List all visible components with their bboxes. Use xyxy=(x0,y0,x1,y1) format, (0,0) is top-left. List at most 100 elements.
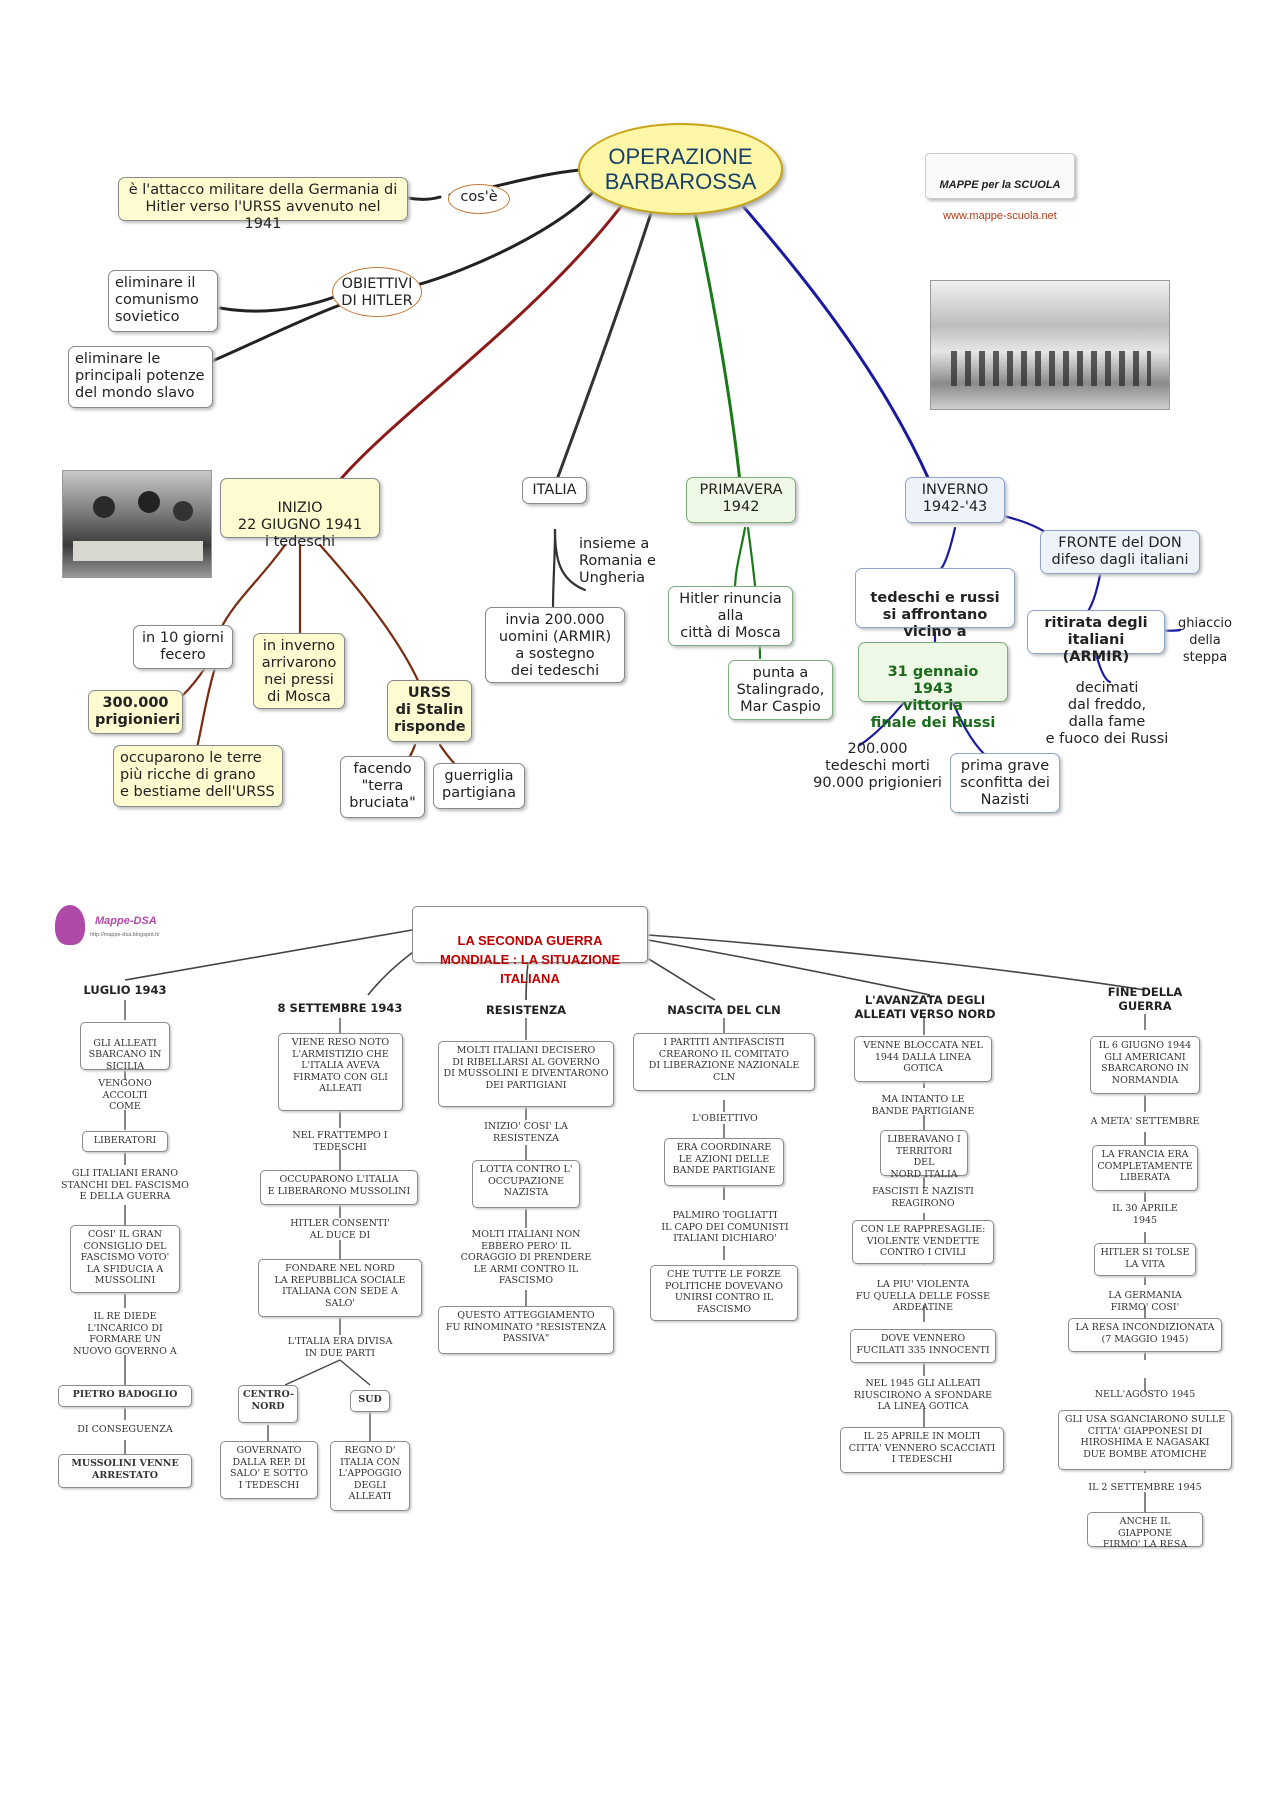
head-resistenza: RESISTENZA xyxy=(485,1003,567,1017)
resistenza-t1: INIZIO' COSI' LA RESISTENZA xyxy=(484,1121,568,1144)
photo-winter-soldiers xyxy=(930,280,1170,410)
sconfitta-box: prima grave sconfitta dei Nazisti xyxy=(950,753,1060,813)
vittoria-text: 31 gennaio 1943 vittoria finale dei Russ… xyxy=(870,664,996,731)
ritirata-box: ritirata degli italiani (ARMIR) xyxy=(1027,610,1165,665)
terra-bruciata: facendo "terra bruciata" xyxy=(340,756,425,818)
settembre-c1: VIENE RESO NOTO L'ARMISTIZIO CHE L'ITALI… xyxy=(278,1033,403,1111)
settembre-sud2: REGNO D' ITALIA CON L'APPOGGIO DEGLI ALL… xyxy=(330,1441,410,1511)
ghiaccio-text: ghiaccio della steppa xyxy=(1178,616,1232,665)
vittoria-box: 31 gennaio 1943 vittoria finale dei Russ… xyxy=(858,642,1008,731)
inizio-box: INIZIO 22 GIUGNO 1941 i tedeschi xyxy=(220,478,380,550)
luglio-t1: VENGONO ACCOLTI COME xyxy=(98,1078,152,1112)
settembre-cn2: GOVERNATO DALLA REP. DI SALO' E SOTTO I … xyxy=(220,1441,318,1499)
luglio-c3: COSI' IL GRAN CONSIGLIO DEL FASCISMO VOT… xyxy=(70,1225,180,1293)
cln-c3: CHE TUTTE LE FORZE POLITICHE DOVEVANO UN… xyxy=(650,1265,798,1321)
luglio-c4: PIETRO BADOGLIO xyxy=(58,1385,192,1407)
settembre-c3: FONDARE NEL NORD LA REPUBBLICA SOCIALE I… xyxy=(258,1259,422,1317)
fine-c5: GLI USA SGANCIARONO SULLE CITTA' GIAPPON… xyxy=(1058,1410,1232,1470)
luglio-c2: LIBERATORI xyxy=(82,1131,168,1152)
head-luglio: LUGLIO 1943 xyxy=(83,983,167,997)
inverno-mosca: in inverno arrivarono nei pressi di Mosc… xyxy=(253,633,345,709)
head-fine: FINE DELLA GUERRA xyxy=(1107,985,1183,1013)
prigionieri-300000: 300.000 prigionieri xyxy=(88,690,183,734)
cose-label: cos'è xyxy=(448,184,510,214)
head-settembre: 8 SETTEMBRE 1943 xyxy=(277,1001,403,1015)
resistenza-c3: QUESTO ATTEGGIAMENTO FU RINOMINATO "RESI… xyxy=(438,1306,614,1354)
definition-box: è l'attacco militare della Germania di H… xyxy=(118,177,408,232)
avanzata-c1: VENNE BLOCCATA NEL 1944 DALLA LINEA GOTI… xyxy=(854,1036,992,1082)
cln-c1: I PARTITI ANTIFASCISTI CREARONO IL COMIT… xyxy=(633,1033,815,1091)
guerriglia: guerriglia partigiana xyxy=(433,763,525,809)
inverno-box: INVERNO 1942-'43 xyxy=(905,477,1005,523)
insieme-text: insieme a Romania e Ungheria xyxy=(579,536,656,586)
head-avanzata: L'AVANZATA DEGLI ALLEATI VERSO NORD xyxy=(854,993,996,1021)
map1-title-text: OPERAZIONE BARBAROSSA xyxy=(604,144,757,194)
avanzata-c3: CON LE RAPPRESAGLIE: VIOLENTE VENDETTE C… xyxy=(852,1220,994,1264)
cln-t1: L'OBIETTIVO xyxy=(692,1113,758,1124)
photo-hitler-generals xyxy=(62,470,212,578)
resistenza-t2: MOLTI ITALIANI NON EBBERO PERO' IL CORAG… xyxy=(460,1229,592,1286)
avanzata-c5: IL 25 APRILE IN MOLTI CITTA' VENNERO SCA… xyxy=(840,1427,1004,1473)
luglio-c5: MUSSOLINI VENNE ARRESTATO xyxy=(58,1454,192,1488)
avanzata-t4: NEL 1945 GLI ALLEATI RIUSCIRONO A SFONDA… xyxy=(853,1378,993,1412)
map2-title-text: LA SECONDA GUERRA MONDIALE : LA SITUAZIO… xyxy=(439,933,621,986)
decimati-text: decimati dal freddo, dalla fame e fuoco … xyxy=(1045,680,1169,747)
logo-name: Mappe-DSA xyxy=(95,915,157,927)
fine-c2: LA FRANCIA ERA COMPLETAMENTE LIBERATA xyxy=(1092,1145,1198,1191)
dieci-giorni: in 10 giorni fecero xyxy=(133,625,233,669)
fine-t4: NELL'AGOSTO 1945 xyxy=(1094,1389,1196,1400)
head-cln: NASCITA DEL CLN xyxy=(667,1003,781,1017)
fine-t2: IL 30 APRILE 1945 xyxy=(1112,1203,1178,1226)
avanzata-t2: FASCISTI E NAZISTI REAGIRONO xyxy=(872,1186,974,1209)
luglio-t3: IL RE DIEDE L'INCARICO DI FORMARE UN NUO… xyxy=(73,1311,177,1357)
urss-risponde: URSS di Stalin risponde xyxy=(387,680,472,742)
settembre-sud: SUD xyxy=(350,1390,390,1412)
obiettivi-oval: OBIETTIVI DI HITLER xyxy=(332,267,422,317)
settembre-t1: NEL FRATTEMPO I TEDESCHI xyxy=(292,1130,388,1153)
avanzata-t1: MA INTANTO LE BANDE PARTIGIANE xyxy=(871,1094,975,1117)
settembre-t2: HITLER CONSENTI' AL DUCE DI xyxy=(290,1218,390,1241)
objective-slavic: eliminare le principali potenze del mond… xyxy=(68,346,213,408)
objective-communism-text: eliminare il comunismo sovietico xyxy=(115,275,199,325)
armir-box: invia 200.000 uomini (ARMIR) a sostegno … xyxy=(485,607,625,683)
settembre-cn: CENTRO- NORD xyxy=(238,1385,298,1423)
logo-head-icon xyxy=(55,905,85,945)
primavera-box: PRIMAVERA 1942 xyxy=(686,477,796,523)
avanzata-c2: LIBERAVANO I TERRITORI DEL NORD ITALIA xyxy=(880,1130,968,1180)
map2-title: LA SECONDA GUERRA MONDIALE : LA SITUAZIO… xyxy=(412,906,648,986)
fine-t5: IL 2 SETTEMBRE 1945 xyxy=(1088,1482,1202,1493)
inizio-text: INIZIO 22 GIUGNO 1941 i tedeschi xyxy=(237,500,363,550)
luglio-t4: DI CONSEGUENZA xyxy=(77,1424,173,1435)
settembre-c2: OCCUPARONO L'ITALIA E LIBERARONO MUSSOLI… xyxy=(260,1170,418,1205)
logo-url: http://mappe-dsa.blogspot.it/ xyxy=(90,932,160,938)
avanzata-c4: DOVE VENNERO FUCILATI 335 INNOCENTI xyxy=(850,1329,996,1363)
fronte-box: FRONTE del DON difeso dagli italiani xyxy=(1040,530,1200,574)
fine-c6: ANCHE IL GIAPPONE FIRMO' LA RESA xyxy=(1087,1512,1203,1550)
map1-title: OPERAZIONE BARBAROSSA xyxy=(578,123,783,215)
settembre-t3: L'ITALIA ERA DIVISA IN DUE PARTI xyxy=(287,1336,393,1359)
avanzata-t3: LA PIU' VIOLENTA FU QUELLA DELLE FOSSE A… xyxy=(855,1279,991,1313)
luglio-c1: GLI ALLEATI SBARCANO IN SICILIA xyxy=(80,1022,170,1072)
badge-line1: MAPPE per la SCUOLA xyxy=(939,179,1061,191)
cln-t2: PALMIRO TOGLIATTI IL CAPO DEI COMUNISTI … xyxy=(661,1210,789,1244)
luglio-c1-text: GLI ALLEATI SBARCANO IN SICILIA xyxy=(88,1037,162,1072)
fine-c4: LA RESA INCONDIZIONATA (7 MAGGIO 1945) xyxy=(1068,1318,1222,1352)
mappe-scuola-badge: MAPPE per la SCUOLA www.mappe-scuola.net xyxy=(925,153,1075,222)
cln-c2: ERA COORDINARE LE AZIONI DELLE BANDE PAR… xyxy=(664,1138,784,1186)
punta-box: punta a Stalingrado, Mar Caspio xyxy=(728,660,833,720)
terre-box: occuparono le terre più ricche di grano … xyxy=(113,745,283,807)
fine-c1: IL 6 GIUGNO 1944 GLI AMERICANI SBARCARON… xyxy=(1090,1036,1200,1094)
morti-text: 200.000 tedeschi morti 90.000 prigionier… xyxy=(813,741,942,791)
fine-c3: HITLER SI TOLSE LA VITA xyxy=(1094,1243,1196,1276)
objective-communism: eliminare il comunismo sovietico xyxy=(108,270,218,332)
mappe-dsa-logo: Mappe-DSA http://mappe-dsa.blogspot.it/ xyxy=(55,905,190,945)
affrontano-box: tedeschi e russi si affrontano vicino a … xyxy=(855,568,1015,657)
fine-t3: LA GERMANIA FIRMO' COSI' xyxy=(1108,1290,1182,1313)
resistenza-c1: MOLTI ITALIANI DECISERO DI RIBELLARSI AL… xyxy=(438,1041,614,1107)
italia-box: ITALIA xyxy=(522,477,587,504)
resistenza-c2: LOTTA CONTRO L' OCCUPAZIONE NAZISTA xyxy=(472,1160,580,1208)
badge-line2: www.mappe-scuola.net xyxy=(943,210,1057,222)
objective-slavic-text: eliminare le principali potenze del mond… xyxy=(75,351,205,401)
rinuncia-box: Hitler rinuncia alla città di Mosca xyxy=(668,586,793,646)
luglio-t2: GLI ITALIANI ERANO STANCHI DEL FASCISMO … xyxy=(61,1168,189,1202)
